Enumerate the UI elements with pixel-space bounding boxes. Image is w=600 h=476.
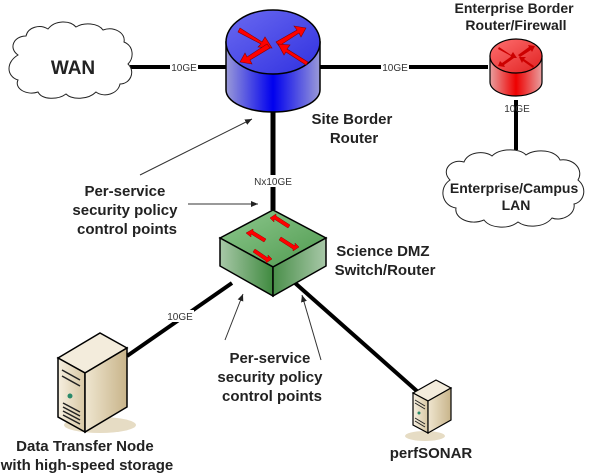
lower-policy-annotation: Per-service security policy control poin… bbox=[217, 350, 326, 405]
science-dmz-switch[interactable] bbox=[218, 209, 328, 298]
server-icon-details bbox=[414, 399, 426, 428]
power-led-icon bbox=[67, 393, 73, 399]
link-dmz-perfsonar bbox=[293, 281, 420, 394]
power-led-icon bbox=[417, 411, 421, 415]
firewall-arrows-icon bbox=[498, 45, 535, 68]
enterprise-border-router[interactable] bbox=[489, 38, 543, 97]
arrow-to-dmz-left bbox=[224, 293, 244, 341]
dtn-label: Data Transfer Node with high-speed stora… bbox=[0, 438, 173, 474]
wan-label: WAN bbox=[51, 58, 95, 79]
router-arrows-icon bbox=[237, 25, 309, 66]
switch-arrows-icon bbox=[245, 213, 300, 264]
arrow-to-dmz-right bbox=[301, 294, 322, 361]
arrow-to-router bbox=[139, 118, 253, 176]
perfsonar-label: perfSONAR bbox=[390, 445, 473, 462]
wan-cloud: WAN bbox=[8, 21, 133, 99]
cloud-icon bbox=[8, 21, 133, 99]
link-label-dmz-dtn: 10GE bbox=[167, 312, 193, 323]
campus-lan-cloud: Enterprise/Campus LAN bbox=[442, 149, 585, 228]
link-label-router-dmz: Nx10GE bbox=[254, 177, 292, 188]
campus-lan-label: Enterprise/Campus LAN bbox=[450, 180, 582, 213]
link-label-wan-router: 10GE bbox=[171, 63, 197, 74]
annotation-arrows bbox=[139, 118, 322, 361]
link-labels: 10GE 10GE 10GE Nx10GE 10GE bbox=[166, 61, 530, 323]
server-shadow bbox=[405, 431, 445, 441]
perfsonar-node[interactable] bbox=[405, 379, 453, 441]
enterprise-border-label: Enterprise Border Router/Firewall bbox=[455, 0, 578, 33]
site-border-router-label: Site Border Router bbox=[311, 111, 396, 147]
link-label-enterprise-lan: 10GE bbox=[504, 104, 530, 115]
cloud-icon bbox=[442, 149, 585, 228]
server-icon-details bbox=[61, 369, 81, 425]
site-border-router[interactable] bbox=[225, 9, 321, 113]
data-transfer-node[interactable] bbox=[56, 332, 136, 434]
science-dmz-label: Science DMZ Switch/Router bbox=[335, 243, 436, 279]
link-label-router-enterprise: 10GE bbox=[382, 63, 408, 74]
upper-policy-annotation: Per-service security policy control poin… bbox=[72, 183, 181, 238]
